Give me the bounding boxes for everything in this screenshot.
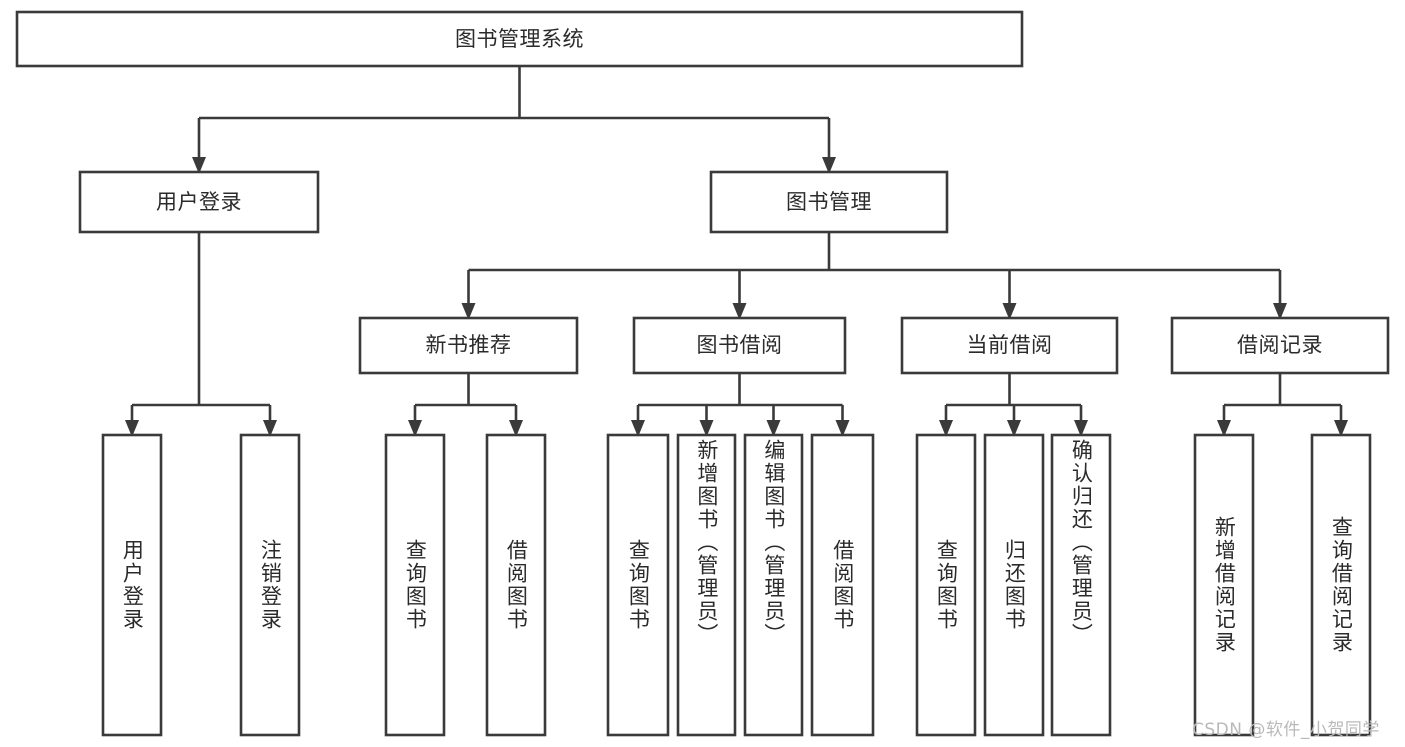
arrow-head-icon <box>699 420 714 437</box>
node-box-leaf-confirm-return[interactable] <box>1050 433 1112 737</box>
node-box-user-login[interactable] <box>78 170 320 234</box>
node-box-leaf-borrow-book-1[interactable] <box>485 433 547 737</box>
arrow-head-icon <box>835 420 850 437</box>
edges-layer <box>125 66 1348 437</box>
arrow-head-icon <box>192 157 206 174</box>
node-box-leaf-query-book-3[interactable] <box>915 433 977 737</box>
node-box-leaf-borrow-book-2[interactable] <box>810 433 875 737</box>
arrow-head-icon <box>1334 420 1348 437</box>
node-box-leaf-query-record[interactable] <box>1310 433 1372 737</box>
node-box-leaf-query-book-1[interactable] <box>384 433 446 737</box>
arrow-head-icon <box>263 420 277 437</box>
node-box-book-borrow[interactable] <box>632 316 847 375</box>
arrow-head-icon <box>1007 420 1021 437</box>
node-box-borrow-record[interactable] <box>1170 316 1390 375</box>
csdn-watermark: CSDN @软件_小贺同学 <box>1192 720 1380 740</box>
arrow-head-icon <box>631 420 645 437</box>
node-box-leaf-add-record[interactable] <box>1193 433 1255 737</box>
node-box-new-book-rec[interactable] <box>358 316 579 375</box>
node-box-leaf-edit-book[interactable] <box>743 433 804 737</box>
node-box-leaf-user-logout[interactable] <box>239 433 301 737</box>
arrow-head-icon <box>822 157 836 174</box>
arrow-head-icon <box>1273 303 1287 320</box>
arrow-head-icon <box>408 420 422 437</box>
arrow-head-icon <box>1217 420 1231 437</box>
node-box-leaf-return-book[interactable] <box>983 433 1045 737</box>
node-box-current-borrow[interactable] <box>900 316 1119 375</box>
node-box-root[interactable] <box>15 10 1024 68</box>
arrow-head-icon <box>1074 420 1088 437</box>
node-box-leaf-add-book[interactable] <box>676 433 737 737</box>
arrow-head-icon <box>461 303 476 320</box>
arrow-head-icon <box>1002 303 1017 320</box>
node-box-book-manage[interactable] <box>709 170 949 234</box>
arrow-head-icon <box>509 420 523 437</box>
arrow-head-icon <box>766 420 781 437</box>
nodes-layer <box>15 10 1390 737</box>
node-box-leaf-query-book-2[interactable] <box>606 433 670 737</box>
arrow-head-icon <box>732 303 747 320</box>
node-box-leaf-user-login[interactable] <box>101 433 163 737</box>
arrow-head-icon <box>125 420 139 437</box>
arrow-head-icon <box>939 420 953 437</box>
